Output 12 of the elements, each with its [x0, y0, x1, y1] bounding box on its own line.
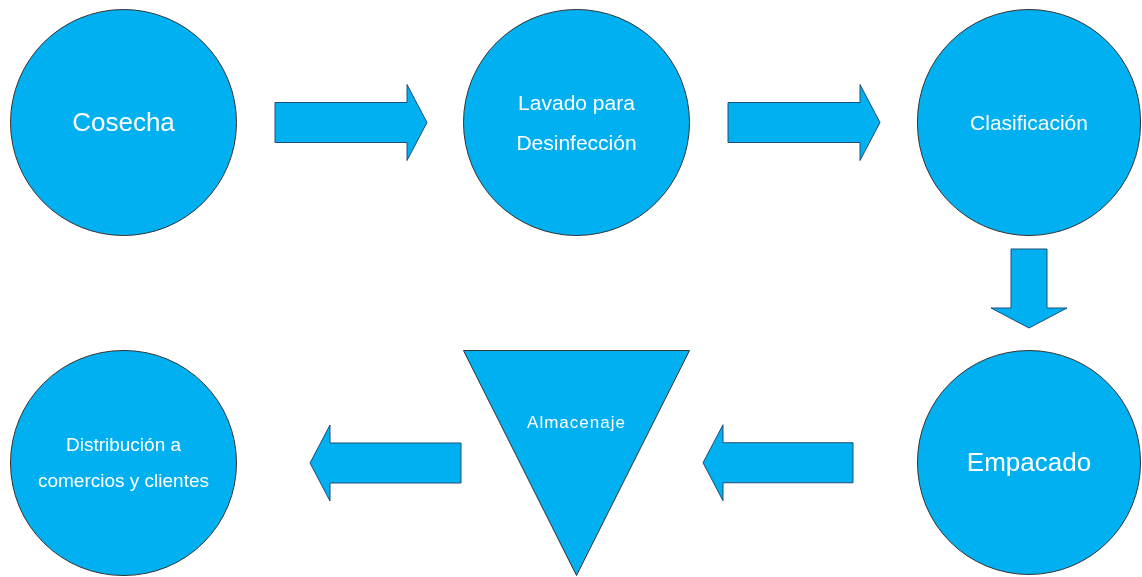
node-label: Almacenaje — [527, 412, 626, 434]
node-label: Clasificación — [970, 109, 1088, 136]
block-arrow — [727, 84, 881, 161]
node-label: Empacado — [966, 446, 1092, 479]
block-arrow — [702, 424, 854, 502]
block-arrow — [309, 424, 462, 502]
node-label: Distribución a comercios y clientes — [36, 433, 211, 493]
node-label: Cosecha — [72, 106, 175, 139]
triangle-shape — [463, 350, 690, 576]
block-arrow — [274, 84, 428, 161]
node-label: Lavado para Desinfección — [515, 89, 638, 156]
block-arrow — [990, 248, 1068, 329]
